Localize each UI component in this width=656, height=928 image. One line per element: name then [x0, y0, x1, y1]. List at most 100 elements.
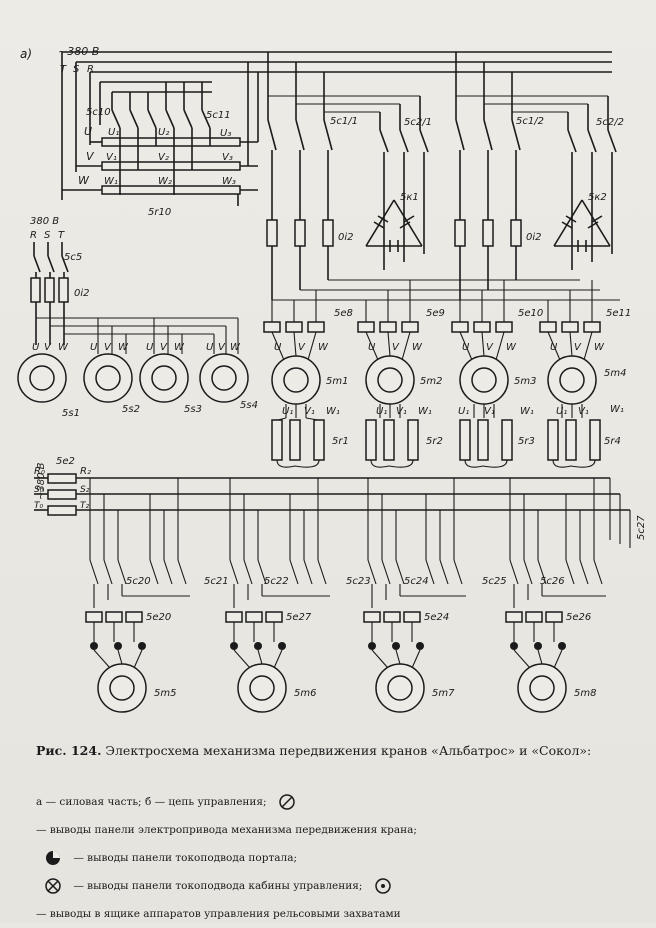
uvw-label: V — [104, 342, 112, 353]
label-contactor-5c24: 5с24 — [404, 576, 429, 587]
rotor-label: W₁ — [520, 406, 534, 417]
label-bus-relay: 5е2 — [56, 456, 75, 467]
rotor-resistors-5r2 — [365, 419, 419, 468]
label-left-phase-t: T — [58, 230, 65, 241]
branch-5m6 — [229, 478, 330, 608]
label-contactor-5c23: 5с23 — [346, 576, 371, 587]
label-fuse-group-2: 0i2 — [526, 232, 542, 243]
motor-5m1 — [271, 331, 321, 418]
label-motor-5m5: 5m5 — [154, 688, 176, 699]
label-w2: W₂ — [158, 176, 172, 187]
legend-row-3: — выводы панели токоподвода портала; — [36, 844, 636, 872]
uvw-label: V — [298, 342, 306, 353]
contactor-5c1-2 — [455, 119, 521, 220]
fuses-group-2 — [454, 219, 522, 300]
uvw-label: U — [146, 342, 154, 353]
uvw-label: V — [574, 342, 582, 353]
label-phase-r: R — [87, 64, 94, 75]
label-motor-5s4: 5s4 — [240, 400, 258, 411]
label-contactor-5c1-1: 5с1/1 — [330, 116, 358, 127]
label-u3: U₃ — [220, 128, 231, 139]
small-motor-bus — [36, 317, 238, 335]
uvw-label: W — [506, 342, 517, 353]
rotor-label: V₁ — [396, 406, 407, 417]
resistor-bank-5r10 — [62, 62, 259, 206]
legend: а — силовая часть; б — цепь управления; … — [36, 788, 636, 928]
uvw-label: W — [118, 342, 129, 353]
label-bus-t2: T₂ — [80, 501, 89, 511]
branch-5m7 — [367, 478, 466, 608]
uvw-label: U — [32, 342, 40, 353]
uvw-label: W — [594, 342, 605, 353]
label-relay-5e8: 5е8 — [334, 308, 353, 319]
rotor-label: V₁ — [304, 406, 315, 417]
branch-5m5 — [89, 478, 190, 608]
rotor-label: W₁ — [418, 406, 432, 417]
legend-sym2: — выводы панели токоподвода портала; — [73, 852, 297, 864]
label-u: U — [84, 125, 92, 138]
motor-5m5 — [90, 622, 147, 713]
label-contactor-5c2-2: 5с2/2 — [596, 117, 624, 128]
rotor-resistors-5r3 — [459, 419, 513, 468]
label-relay-5e9: 5е9 — [426, 308, 445, 319]
legend-row-1: а — силовая часть; б — цепь управления; — [36, 788, 636, 816]
label-left-supply: 380 В — [30, 216, 59, 227]
slashed-circle-icon — [279, 794, 295, 810]
motor-5m4 — [547, 331, 597, 418]
label-u2: U₂ — [158, 127, 169, 138]
label-contactor-5c21: 5с21 — [204, 576, 229, 587]
label-u1: U₁ — [108, 127, 119, 138]
label-switch-5c10: 5с10 — [86, 107, 111, 118]
small-motor-5s3 — [139, 318, 189, 403]
label-relay-5e24: 5е24 — [424, 612, 449, 623]
uvw-label: U — [462, 342, 470, 353]
small-motor-5s1 — [17, 353, 67, 403]
rotor-label: U₁ — [376, 406, 387, 417]
crossed-circle-icon — [45, 878, 61, 894]
capacitor-5k1 — [365, 199, 423, 252]
label-v3: V₃ — [222, 152, 233, 163]
label-v: V — [86, 150, 95, 163]
label-left-switch: 5с5 — [64, 252, 82, 263]
label-motor-5m8: 5m8 — [574, 688, 596, 699]
uvw-label: V — [44, 342, 52, 353]
contactor-5c2-1 — [379, 96, 429, 270]
motor-5m8 — [510, 622, 567, 713]
uvw-label: U — [90, 342, 98, 353]
legend-row-4: — выводы панели токоподвода кабины управ… — [36, 872, 636, 900]
fuses-group-1 — [266, 219, 334, 300]
label-v1: V₁ — [106, 152, 117, 163]
label-contactor-5c2-1: 5с2/1 — [404, 117, 432, 128]
label-resistor-5r1: 5r1 — [332, 436, 349, 447]
electrical-schematic: а) ~380 В T S R 5с10 5с11 — [17, 45, 647, 713]
label-left-phase-s: S — [44, 230, 51, 241]
label-bus-r2: R₂ — [80, 466, 91, 477]
top-right-branches — [267, 52, 608, 120]
label-relay-5e26: 5е26 — [566, 612, 591, 623]
label-resistor-5r2: 5r2 — [426, 436, 443, 447]
label-motor-5m1: 5m1 — [326, 376, 348, 387]
motor-5m2 — [365, 331, 415, 418]
label-contactor-5c25: 5с25 — [482, 576, 507, 587]
top-supply-bus — [61, 51, 612, 200]
label-bus-t0: T₀ — [34, 501, 43, 511]
legend-b: б — цепь управления; — [144, 796, 267, 808]
label-motor-5m2: 5m2 — [420, 376, 442, 387]
uvw-label: V — [486, 342, 494, 353]
dotted-circle-icon — [374, 878, 391, 894]
label-switch-5c11: 5с11 — [206, 110, 231, 121]
label-w1: W₁ — [104, 176, 118, 187]
legend-row-5: — выводы в ящике аппаратов управления ре… — [36, 900, 636, 928]
label-contactor-5c26: 5с26 — [540, 576, 565, 587]
label-w3: W₃ — [222, 176, 236, 187]
motor-5m6 — [230, 622, 287, 713]
label-motor-5s3: 5s3 — [184, 404, 202, 415]
label-relay-5e20: 5е20 — [146, 612, 171, 623]
legend-row-2: — выводы панели электропривода механизма… — [36, 816, 636, 844]
switch-5c11 — [99, 81, 212, 129]
label-contactor-5c20: 5с20 — [126, 576, 151, 587]
small-motor-5s2 — [83, 318, 133, 403]
label-motor-5m4: 5m4 — [604, 368, 626, 379]
label-bus-s0: S₀ — [34, 485, 44, 495]
